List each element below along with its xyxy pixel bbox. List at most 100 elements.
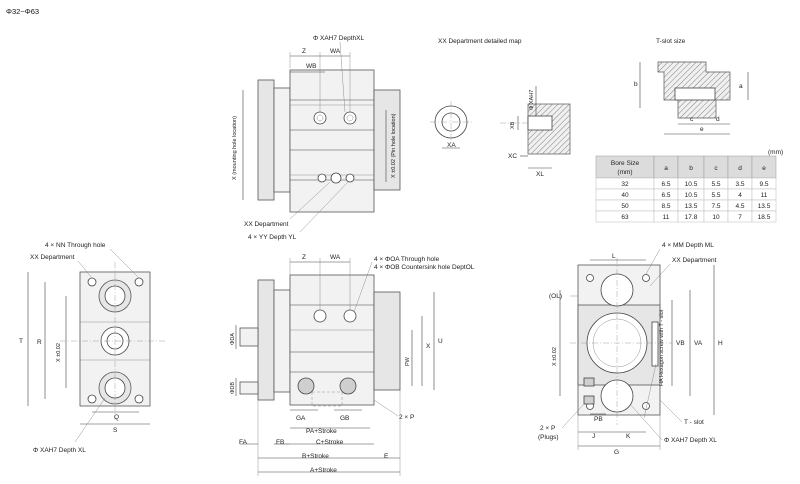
tslot-table-value: 13.5 — [685, 203, 698, 210]
tslot-diagram: T-slot size b a c d e (mm) Bore Size(mm)… — [595, 38, 783, 223]
tslot-table-value: 7 — [738, 214, 742, 221]
dim-g: G — [614, 449, 619, 456]
tslot-table-value: 10.5 — [685, 192, 698, 199]
tslot-table-value: 5.5 — [711, 181, 720, 188]
label-xx-department-left: XX Department — [30, 254, 75, 261]
dim-wb: WB — [306, 63, 316, 70]
dim-da: ΦDA — [230, 333, 236, 345]
dim-h: H — [718, 340, 723, 347]
dim-s: S — [113, 427, 118, 434]
front-oa-hole-1 — [313, 309, 327, 323]
dim-e: E — [384, 453, 389, 460]
dim-wa: WA — [330, 48, 341, 55]
tslot-table-value: 4 — [738, 192, 742, 199]
tslot-table-value: 13.5 — [758, 203, 771, 210]
dim-j: J — [592, 433, 595, 440]
tslot-table-value: 5.5 — [711, 192, 720, 199]
dim-a-stroke: A+Stroke — [310, 467, 337, 474]
label-x-pin: X ±0.02 (Pin hole location) — [391, 113, 397, 178]
front-guide-plate — [373, 291, 401, 391]
dim-k: K — [626, 433, 631, 440]
label-oa-hole: 4 × ΦOA Through hole — [374, 256, 440, 263]
label-tslot-right: T - slot — [684, 419, 704, 426]
tslot-table-value: 50 — [621, 203, 629, 210]
dim-vb: VB — [676, 340, 685, 347]
label-xah7-depth-left: Φ XAH7 Depth XL — [33, 447, 86, 454]
front-port-2 — [339, 377, 357, 395]
dim-xah7: Φ XAH7 — [529, 90, 535, 110]
tslot-table-value: 6.5 — [661, 192, 670, 199]
dim-wa-front: WA — [330, 254, 341, 261]
dim-pw: PW — [405, 356, 411, 366]
front-end-plate-inner — [273, 289, 291, 393]
tslot-slot — [674, 87, 716, 101]
dim-ol: (OL) — [549, 293, 562, 300]
label-x-mounting: X (mounting hole location) — [232, 116, 238, 180]
top-yy-hole-1 — [317, 173, 327, 183]
right-plug-2 — [583, 395, 595, 405]
tslot-table-value: 10 — [712, 214, 720, 221]
right-rod-upper — [600, 273, 634, 307]
front-port-1 — [297, 377, 315, 395]
tslot-table-value: 18.5 — [758, 214, 771, 221]
dim-c: c — [690, 116, 694, 123]
front-end-plate — [257, 279, 275, 401]
label-xah7-depth-right: Φ XAH7 Depth XL — [664, 437, 717, 444]
dim-xa: XA — [447, 142, 456, 149]
detail-map-title: XX Department detailed map — [438, 38, 522, 45]
dim-va: VA — [694, 340, 703, 347]
dim-fa: FA — [239, 439, 248, 446]
right-mm-hole-1 — [586, 274, 594, 282]
dim-fb: FB — [276, 439, 284, 446]
right-view: 4 × MM Depth ML XX Department L (OL) X ±… — [538, 242, 723, 456]
dim-db: ΦDB — [230, 382, 236, 394]
tslot-table-value: 40 — [621, 192, 629, 199]
right-plug-1 — [583, 377, 595, 387]
top-xx-hole — [330, 172, 342, 184]
dim-u: U — [438, 338, 443, 345]
tslot-table-value: 8.5 — [661, 203, 670, 210]
dim-r: R — [37, 339, 42, 346]
tslot-header-text: (mm) — [617, 169, 632, 176]
dim-d: d — [716, 116, 720, 123]
dim-e: e — [700, 126, 704, 133]
dim-z-front: Z — [302, 254, 306, 261]
dim-two-p: 2 × P — [399, 414, 414, 421]
label-xx-department-right: XX Department — [672, 257, 717, 264]
tslot-table-cell — [751, 210, 777, 223]
tslot-table-value: 4.5 — [735, 203, 744, 210]
tslot-header-text: b — [689, 165, 693, 172]
tslot-header-text: a — [664, 165, 668, 172]
tslot-table-value: 6.5 — [661, 181, 670, 188]
dim-z: Z — [302, 48, 306, 55]
label-xah7-depth: Φ XAH7 DepthXL — [313, 35, 364, 42]
tslot-header-text: Bore Size — [611, 160, 640, 167]
right-mm-hole-2 — [642, 274, 650, 282]
top-end-plate-inner — [273, 87, 291, 193]
left-nn-hole-4 — [134, 394, 144, 404]
top-end-plate — [257, 79, 275, 201]
tslot-table-value: 9.5 — [759, 181, 768, 188]
dim-xl: XL — [536, 171, 544, 178]
dim-l: L — [612, 253, 616, 260]
dim-pb: PB — [594, 416, 603, 423]
right-tslot — [651, 321, 659, 367]
tslot-table-value: 32 — [621, 181, 629, 188]
left-view: 4 × NN Through hole XX Department T R X … — [19, 242, 165, 454]
label-xx-department-top: XX Department — [244, 221, 289, 228]
dim-xb: XB — [510, 121, 516, 129]
tslot-unit: (mm) — [768, 149, 783, 156]
label-ob-hole: 4 × ΦOB Countersink hole DeptOL — [374, 264, 475, 271]
dim-q: Q — [114, 414, 119, 421]
dim-xc: XC — [508, 153, 517, 160]
tslot-table-value: 11 — [663, 214, 670, 221]
dim-x-right: X ±0.02 — [552, 347, 558, 366]
label-plugs-count: 2 × P — [540, 425, 555, 432]
dim-b-stroke: B+Stroke — [302, 453, 329, 460]
detail-map: XX Department detailed map XA XB Φ XAH7 … — [430, 38, 571, 178]
label-nn-hole: 4 × NN Through hole — [45, 242, 106, 249]
top-pin-hole-2 — [343, 111, 357, 125]
tslot-table-value: 3.5 — [735, 181, 744, 188]
